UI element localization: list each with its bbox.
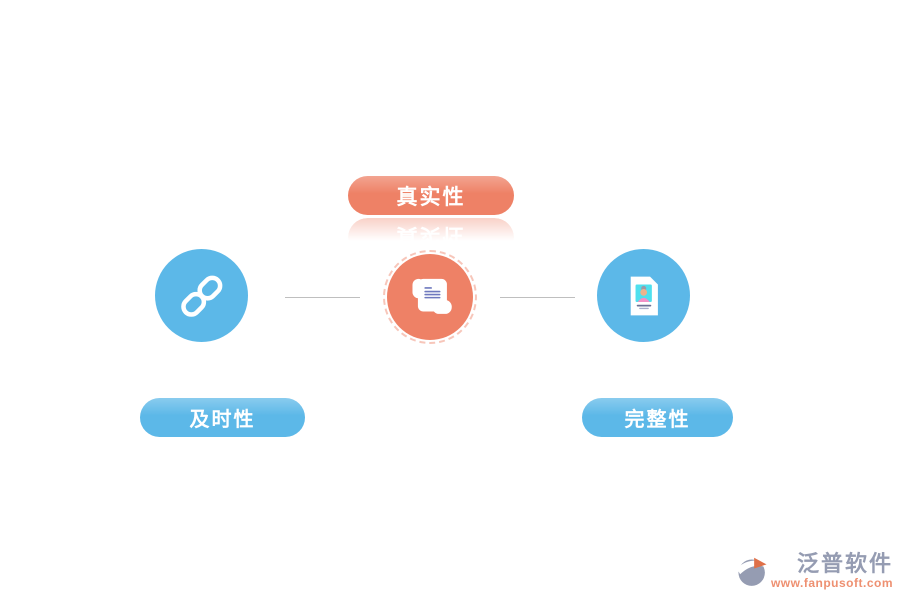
- chain-link-icon: [173, 267, 231, 325]
- watermark: 泛普软件 www.fanpusoft.com: [736, 551, 893, 594]
- id-document-icon: [615, 267, 673, 325]
- brand-url: www.fanpusoft.com: [770, 576, 893, 590]
- center-node-dashed-ring: [383, 250, 477, 344]
- bottom-left-label-pill: 及时性: [140, 398, 305, 437]
- bottom-right-label-pill: 完整性: [582, 398, 733, 437]
- connector-line-right: [500, 297, 575, 298]
- node-center-circle: [387, 254, 473, 340]
- brand-name: 泛普软件: [796, 551, 893, 576]
- top-label-text: 真实性: [396, 185, 466, 209]
- connector-line-left: [285, 297, 360, 298]
- top-label-reflection-text: 真实性: [396, 224, 466, 248]
- top-label-pill: 真实性: [348, 176, 514, 215]
- bottom-left-label-text: 及时性: [189, 409, 256, 431]
- node-left-circle: [155, 249, 248, 342]
- scroll-icon: [401, 268, 459, 326]
- node-right-circle: [597, 249, 690, 342]
- fanpu-logo-icon: [736, 553, 769, 594]
- bottom-right-label-text: 完整性: [624, 409, 691, 431]
